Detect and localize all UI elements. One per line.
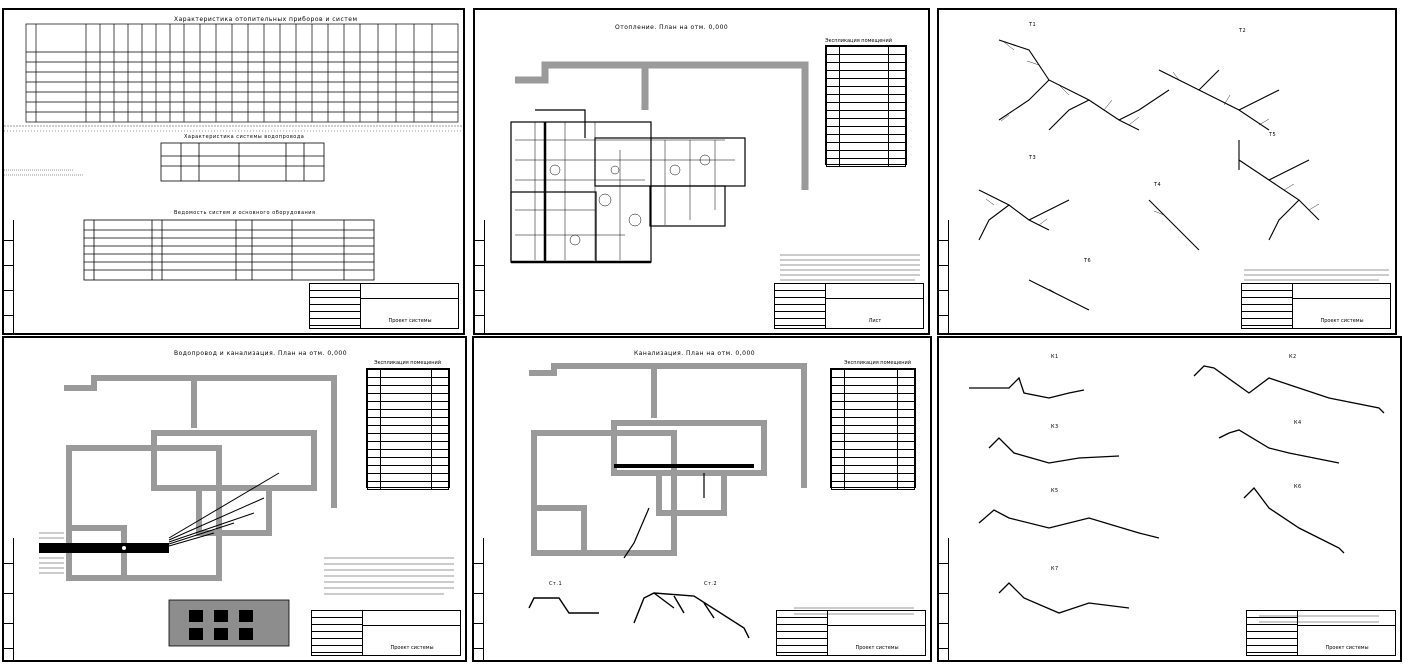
sheet-title: Водопровод и канализация. План на отм. 0… (174, 350, 348, 357)
heating-iso-drawing (978, 39, 1389, 311)
side-strip (939, 220, 949, 333)
legend-title: Экспликация помещений (374, 360, 442, 366)
table-title-water: Характеристика системы водопровода (184, 134, 305, 140)
title-block: Проект системы (1241, 283, 1391, 329)
title-block: Проект системы (309, 283, 459, 329)
sheet-title: Характеристика отопительных приборов и с… (174, 16, 358, 23)
legend-title: Экспликация помещений (825, 38, 893, 44)
riser-label: К7 (1051, 566, 1059, 572)
tables-drawing (4, 23, 463, 281)
sewer-plan-drawing (528, 363, 914, 639)
sheet-title: Канализация. План на отм. 0,000 (634, 350, 756, 357)
title-block: Проект системы (776, 610, 926, 656)
sheet-heating-plan: Отопление. План на отм. 0,000 Экспликаци… (473, 8, 930, 335)
side-strip (475, 220, 485, 333)
sheet-title: Отопление. План на отм. 0,000 (615, 24, 729, 31)
water-plan-drawing (39, 375, 454, 647)
riser-label: К5 (1051, 488, 1059, 494)
riser-label: Т6 (1084, 258, 1092, 264)
title-block: Проект системы (1246, 610, 1396, 656)
title-block: Лист (774, 283, 924, 329)
riser-label: Ст.1 (549, 581, 563, 587)
side-strip (939, 538, 949, 660)
riser-label: К3 (1051, 424, 1059, 430)
riser-label: Т1 (1029, 22, 1037, 28)
riser-label: Т3 (1029, 155, 1037, 161)
rooms-legend (825, 45, 907, 167)
legend-title: Экспликация помещений (844, 360, 912, 366)
riser-label: Т4 (1154, 182, 1162, 188)
riser-label: К6 (1294, 484, 1302, 490)
heating-plan-drawing (510, 61, 920, 281)
riser-label: К2 (1289, 354, 1297, 360)
sheet-sewer-iso: К1 К2 К3 К4 К5 К6 К7 Проект системы (937, 336, 1402, 662)
rooms-legend (366, 368, 450, 490)
sheet-heating-iso: Т1 Т2 Т3 Т4 Т5 Т6 Проект системы (937, 8, 1397, 335)
riser-label: К1 (1051, 354, 1059, 360)
sheet-water-plan: Водопровод и канализация. План на отм. 0… (2, 336, 467, 662)
riser-label: Т2 (1239, 28, 1247, 34)
riser-label: К4 (1294, 420, 1302, 426)
rooms-legend (830, 368, 916, 490)
side-strip (4, 538, 14, 660)
riser-label: Т5 (1269, 132, 1277, 138)
sheet-sewer-plan: Канализация. План на отм. 0,000 Эксплика… (472, 336, 932, 662)
side-strip (4, 220, 14, 333)
title-block: Проект системы (311, 610, 461, 656)
sheet-tables: Характеристика отопительных приборов и с… (2, 8, 465, 335)
table-title-systems: Ведомость систем и основного оборудовани… (174, 210, 316, 216)
riser-label: Ст.2 (704, 581, 718, 587)
side-strip (474, 538, 484, 660)
